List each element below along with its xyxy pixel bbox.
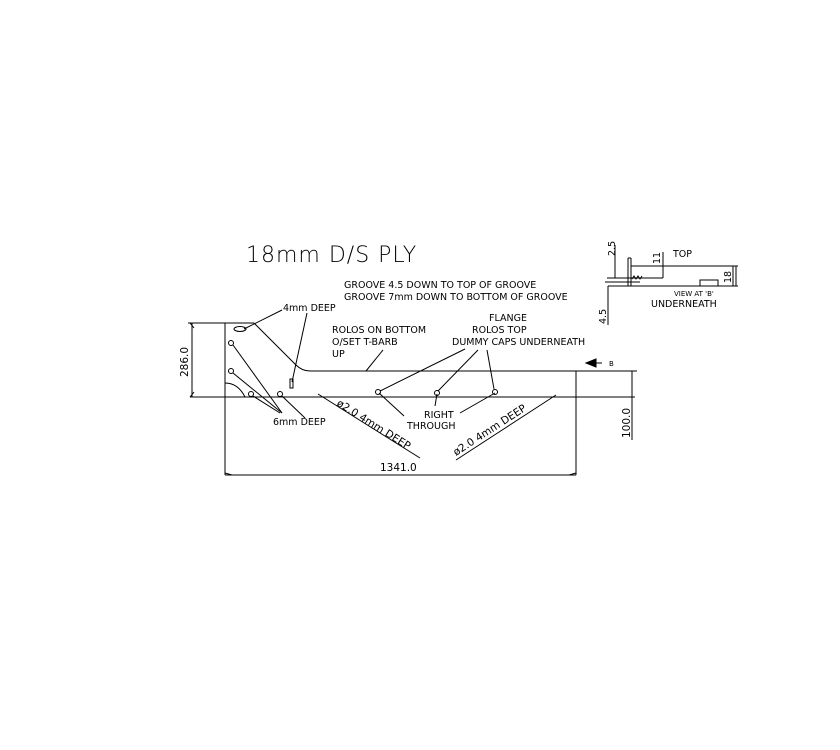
dim-2-5: 2.5	[607, 241, 618, 256]
label-6mm-deep: 6mm DEEP	[273, 417, 326, 428]
label-rolos-bottom-1: ROLOS ON BOTTOM	[332, 325, 426, 336]
dim-18: 18	[723, 271, 734, 283]
dim-length: 1341.0	[224, 462, 577, 476]
dim-4-5: 4.5	[598, 309, 609, 324]
label-right: RIGHT	[424, 410, 454, 421]
view-b-arrow: B	[584, 358, 614, 368]
dim-flange: 100.0	[576, 370, 637, 440]
groove-note-2: GROOVE 7mm DOWN TO BOTTOM OF GROOVE	[344, 292, 568, 303]
detail-view-label: VIEW AT 'B'	[674, 290, 714, 298]
hole	[248, 391, 254, 397]
label-rolos-bottom-2: O/SET T-BARB	[332, 337, 398, 348]
hole	[228, 340, 234, 346]
label-through: THROUGH	[406, 421, 455, 432]
slot-mark	[289, 378, 294, 389]
groove-note-1: GROOVE 4.5 DOWN TO TOP OF GROOVE	[344, 280, 536, 291]
label-flange: FLANGE	[489, 313, 527, 324]
hole	[228, 368, 234, 374]
svg-text:B: B	[609, 360, 614, 368]
dim-height: 286.0	[179, 322, 225, 398]
detail-view: 2.5 11 TOP 18 VIEW AT 'B' UNDERNEATH 4.5	[598, 241, 738, 325]
label-hole-right: ø2.0 4mm DEEP	[451, 402, 529, 458]
detail-underneath-label: UNDERNEATH	[651, 299, 717, 310]
drawing-title: 18mm D/S PLY	[246, 243, 417, 268]
dim-11: 11	[652, 252, 663, 264]
svg-text:286.0: 286.0	[179, 347, 191, 377]
label-hole-left: ø2.0 4mm DEEP	[334, 397, 412, 452]
hole	[277, 391, 283, 397]
hole	[375, 389, 381, 395]
main-profile	[190, 322, 635, 475]
label-4mm-deep: 4mm DEEP	[283, 303, 336, 314]
holes	[228, 326, 498, 397]
svg-text:1341.0: 1341.0	[380, 462, 417, 474]
hole	[492, 389, 498, 395]
label-rolos-bottom-3: UP	[332, 349, 345, 360]
detail-top-label: TOP	[672, 249, 692, 260]
slot-hole	[233, 326, 247, 332]
label-rolos-top: ROLOS TOP	[472, 325, 527, 336]
svg-text:100.0: 100.0	[621, 408, 633, 438]
label-dummy-caps: DUMMY CAPS UNDERNEATH	[452, 337, 585, 348]
